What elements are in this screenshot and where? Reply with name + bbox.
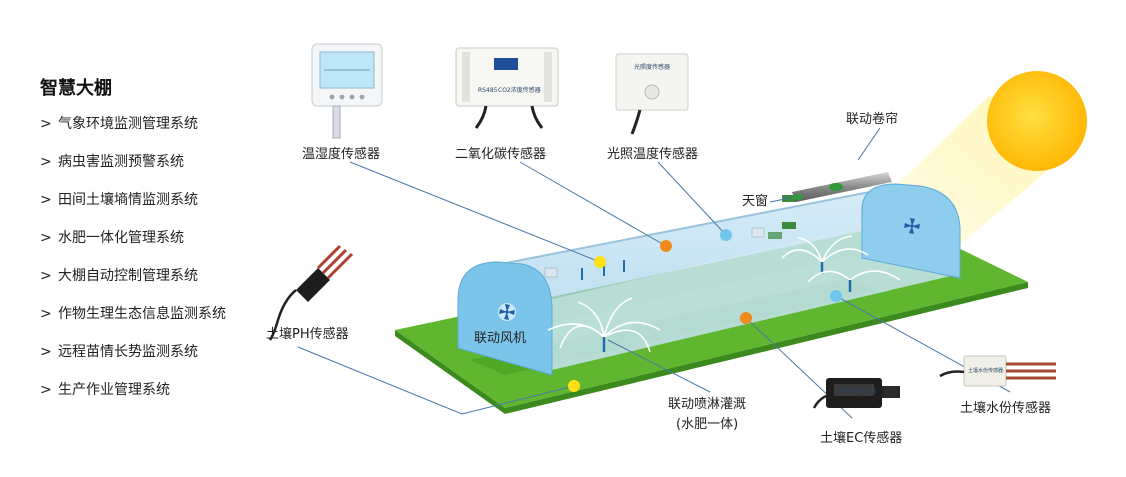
sprinkler-icon bbox=[807, 270, 901, 292]
system-item-label: 水肥一体化管理系统 bbox=[58, 230, 184, 246]
indicator-dot-soil-ph bbox=[568, 380, 580, 392]
fan-icon bbox=[498, 303, 516, 321]
system-item-soil-moisture: > 田间土壤墒情监测系统 bbox=[40, 190, 270, 228]
leader-line bbox=[297, 346, 575, 415]
indicator-dot-soil-moisture bbox=[830, 290, 842, 302]
leader-line bbox=[657, 161, 727, 236]
leader-line bbox=[769, 197, 791, 203]
label-sprinkler-line1: 联动喷淋灌溉 bbox=[668, 397, 746, 412]
system-item-remote-growth: > 远程苗情长势监测系统 bbox=[40, 342, 270, 380]
soil-ph-sensor-device bbox=[268, 244, 354, 341]
fan-icon bbox=[904, 218, 920, 234]
temp-humidity-sensor-device bbox=[311, 43, 383, 139]
light-device-model: 光照度传感器 bbox=[634, 63, 670, 71]
label-skylight: 天窗 bbox=[742, 193, 768, 209]
co2-device-model: CO2浓度传感器 bbox=[498, 86, 541, 94]
system-item-label: 气象环境监测管理系统 bbox=[58, 116, 198, 132]
system-item-label: 大棚自动控制管理系统 bbox=[58, 268, 198, 284]
chevron-right-icon: > bbox=[40, 116, 52, 132]
system-item-pest: > 病虫害监测预警系统 bbox=[40, 152, 270, 190]
label-soil-moisture-sensor: 土壤水份传感器 bbox=[960, 400, 1051, 416]
label-temp-humidity-sensor: 温湿度传感器 bbox=[302, 146, 380, 162]
system-list-panel: 智慧大棚 > 气象环境监测管理系统 > 病虫害监测预警系统 > 田间土壤墒情监测系统 … bbox=[40, 74, 270, 418]
co2-sensor-device: RS485 CO2浓度传感器 bbox=[455, 47, 559, 129]
system-item-crop-physiology: > 作物生理生态信息监测系统 bbox=[40, 304, 270, 342]
label-co2-sensor: 二氧化碳传感器 bbox=[455, 146, 546, 162]
leader-line bbox=[607, 339, 711, 393]
indicator-dot-light bbox=[720, 229, 732, 241]
chevron-right-icon: > bbox=[40, 306, 52, 322]
system-item-label: 病虫害监测预警系统 bbox=[58, 154, 184, 170]
greenhouse-roof bbox=[470, 190, 955, 300]
leader-line bbox=[857, 127, 881, 161]
label-fan: 联动风机 bbox=[474, 331, 526, 346]
greenhouse-side bbox=[548, 205, 955, 370]
leader-line bbox=[349, 161, 601, 263]
system-item-label: 远程苗情长势监测系统 bbox=[58, 344, 198, 360]
interior-sensor-icon bbox=[544, 267, 558, 278]
chevron-right-icon: > bbox=[40, 154, 52, 170]
interior-sensor-icon bbox=[751, 227, 765, 238]
system-item-auto-control: > 大棚自动控制管理系统 bbox=[40, 266, 270, 304]
system-item-label: 田间土壤墒情监测系统 bbox=[58, 192, 198, 208]
chevron-right-icon: > bbox=[40, 230, 52, 246]
label-soil-ph-sensor: 土壤PH传感器 bbox=[266, 326, 349, 342]
leader-line bbox=[519, 161, 667, 247]
system-item-fertigation: > 水肥一体化管理系统 bbox=[40, 228, 270, 266]
sun-icon bbox=[987, 71, 1087, 171]
chevron-right-icon: > bbox=[40, 344, 52, 360]
label-roller-blind: 联动卷帘 bbox=[846, 111, 898, 127]
system-item-label: 生产作业管理系统 bbox=[58, 382, 170, 398]
system-item-label: 作物生理生态信息监测系统 bbox=[58, 306, 226, 322]
roof-ridge bbox=[469, 189, 881, 271]
indicator-dot-temp-humidity bbox=[594, 256, 606, 268]
roller-blind-icon bbox=[792, 172, 892, 202]
co2-device-brand: RS485 bbox=[478, 87, 498, 94]
sprinkler-icon bbox=[547, 297, 661, 353]
indicator-dot-co2 bbox=[660, 240, 672, 252]
soil-moisture-sensor-device: 土壤水份传感器 bbox=[939, 355, 1056, 387]
chevron-right-icon: > bbox=[40, 382, 52, 398]
system-item-weather: > 气象环境监测管理系统 bbox=[40, 114, 270, 152]
system-list: > 气象环境监测管理系统 > 病虫害监测预警系统 > 田间土壤墒情监测系统 > 水肥一体… bbox=[40, 114, 270, 418]
ground-front-edge bbox=[395, 330, 505, 414]
chevron-right-icon: > bbox=[40, 192, 52, 208]
label-sprinkler-line2: (水肥一体) bbox=[676, 417, 738, 432]
sprinkler-icon bbox=[781, 235, 869, 274]
panel-title: 智慧大棚 bbox=[40, 78, 112, 99]
label-soil-ec-sensor: 土壤EC传感器 bbox=[820, 430, 902, 446]
indicator-dot-soil-ec bbox=[740, 312, 752, 324]
moisture-device-model: 土壤水份传感器 bbox=[968, 367, 1003, 374]
label-light-temp-sensor: 光照温度传感器 bbox=[607, 146, 698, 162]
ground-right-edge bbox=[505, 282, 1028, 414]
soil-ec-sensor-device: 土壤电导率传感器 bbox=[812, 378, 900, 409]
chevron-right-icon: > bbox=[40, 268, 52, 284]
ec-device-model: 土壤电导率传感器 bbox=[836, 388, 876, 395]
light-temp-sensor-device: 光照度传感器 bbox=[615, 53, 689, 135]
system-item-operations: > 生产作业管理系统 bbox=[40, 380, 270, 418]
